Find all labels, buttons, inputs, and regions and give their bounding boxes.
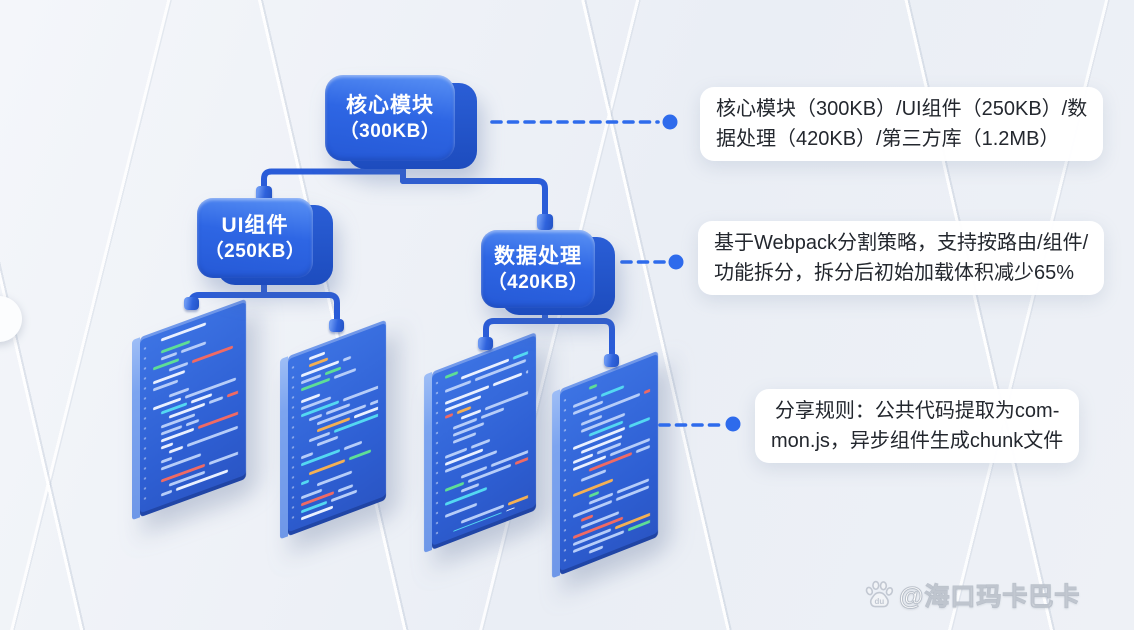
node-size: （300KB） xyxy=(339,120,441,142)
node-title: 核心模块 xyxy=(346,93,434,117)
node-front-face: 数据处理 （420KB） xyxy=(481,230,595,308)
knob-panel-3 xyxy=(478,337,493,350)
code-lines xyxy=(153,311,238,503)
annotation-line: 功能拆分，拆分后初始加载体积减少65% xyxy=(714,262,1075,284)
baidu-paw-icon: du xyxy=(865,580,894,608)
code-panel-3 xyxy=(432,332,536,550)
code-panel-2 xyxy=(288,319,386,537)
knob-data xyxy=(537,214,553,230)
annotation-card-split-strategy: 基于Webpack分割策略，支持按路由/组件/ 功能拆分，拆分后初始加载体积减少… xyxy=(698,221,1105,295)
knob-panel-2 xyxy=(329,319,344,332)
dash-dot-data xyxy=(668,254,684,270)
wire-root-to-ui xyxy=(261,168,406,195)
node-title: 数据处理 xyxy=(494,244,582,268)
annotation-card-chunk-rules: 分享规则：公共代码提取为com- mon.js，异步组件生成chunk文件 xyxy=(755,389,1080,463)
code-lines xyxy=(573,363,650,561)
node-front-face: 核心模块 （300KB） xyxy=(325,75,455,161)
code-panel-4 xyxy=(560,350,658,576)
node-title: UI组件 xyxy=(221,213,289,237)
dash-dot-core xyxy=(662,114,678,130)
annotation-line: 据处理（420KB）/第三方库（1.2MB） xyxy=(716,128,1060,150)
annotation-line: 核心模块（300KB）/UI组件（250KB）/数 xyxy=(716,98,1088,120)
annotation-card-module-sizes: 核心模块（300KB）/UI组件（250KB）/数 据处理（420KB）/第三方… xyxy=(700,87,1104,161)
carousel-prev-button[interactable] xyxy=(0,296,22,342)
wire-root-to-data xyxy=(400,178,548,223)
watermark-handle: @海口玛卡巴卡 xyxy=(898,583,1081,612)
code-lines xyxy=(301,332,378,522)
watermark: du @海口玛卡巴卡 xyxy=(863,577,1080,613)
annotation-line: mon.js，异步组件生成chunk文件 xyxy=(771,430,1064,452)
node-size: （420KB） xyxy=(487,271,589,293)
annotation-line: 基于Webpack分割策略，支持按路由/组件/ xyxy=(714,232,1089,254)
node-front-face: UI组件 （250KB） xyxy=(197,198,313,278)
node-size: （250KB） xyxy=(204,240,306,262)
annotation-line: 分享规则：公共代码提取为com- xyxy=(774,400,1060,422)
dash-dot-panel xyxy=(725,416,741,432)
code-panel-1 xyxy=(140,298,246,518)
knob-panel-4 xyxy=(604,354,619,367)
code-lines xyxy=(445,344,528,535)
knob-panel-1 xyxy=(184,297,199,310)
svg-text:du: du xyxy=(875,597,885,606)
